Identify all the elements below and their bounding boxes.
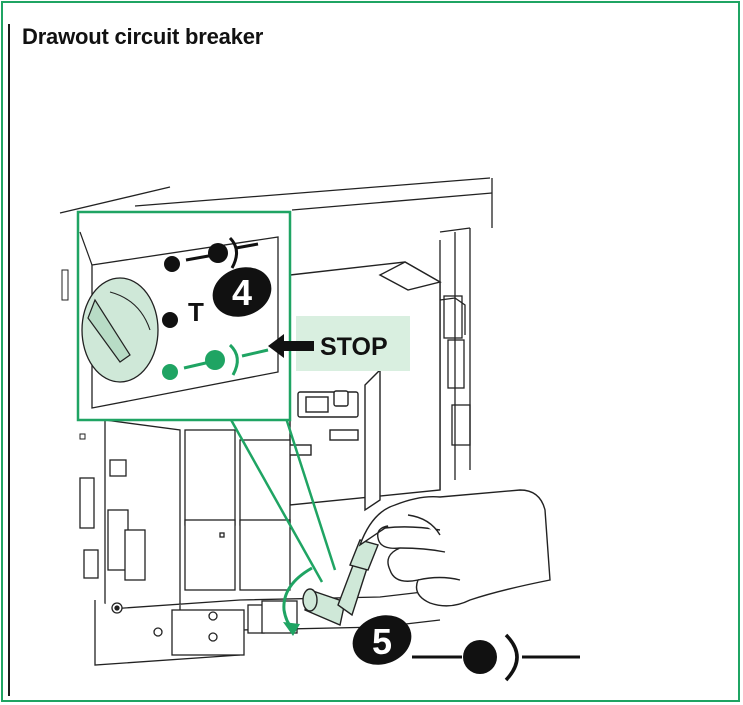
rotation-arrow-icon (282, 566, 313, 636)
side-rail (439, 295, 471, 446)
chassis-front (79, 419, 441, 666)
step-4-number: 4 (232, 272, 252, 313)
step-5-number: 5 (372, 621, 392, 662)
callout-leader (228, 417, 337, 583)
left-arrow-icon (268, 334, 314, 358)
stop-label: STOP (320, 333, 388, 361)
callout-panel: T 4 (76, 210, 292, 422)
test-position-icon (162, 312, 178, 328)
panel-details (61, 269, 86, 440)
page-title: Drawout circuit breaker (22, 24, 264, 49)
step-5-badge: 5 (352, 615, 412, 665)
crank-handle-icon (302, 539, 379, 626)
selector-knob (81, 277, 159, 383)
test-position-label: T (188, 297, 204, 327)
disconnected-result-icon (412, 633, 580, 682)
disconnected-position-icon (162, 343, 269, 380)
connected-position-icon (164, 236, 259, 272)
left-margin-rule (8, 24, 10, 696)
hand-icon (358, 489, 551, 607)
step-4-badge: 4 (212, 267, 272, 317)
stop-callout: STOP (268, 316, 410, 371)
